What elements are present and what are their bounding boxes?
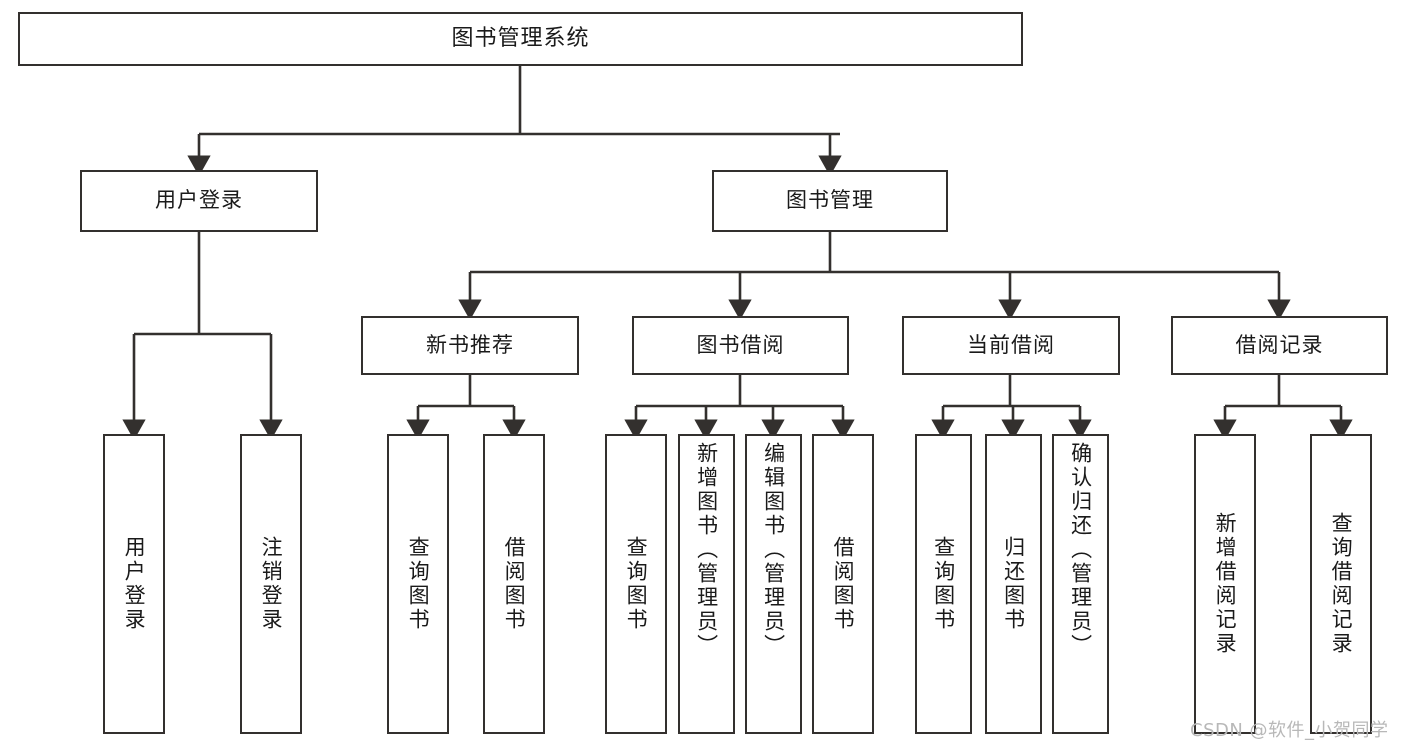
node-borrow-record-label: 借阅记录 — [1235, 332, 1324, 357]
leaf-edit-book-admin-label: 编辑图书（管理员） — [761, 442, 786, 658]
node-new-book-recommend-label: 新书推荐 — [426, 332, 514, 357]
leaf-return-book-label: 归还图书 — [1001, 536, 1026, 632]
node-book-borrow-label: 图书借阅 — [696, 332, 785, 357]
csdn-watermark: CSDN @软件_小贺同学 — [1190, 720, 1389, 741]
leaf-add-book-admin[interactable]: 新增图书（管理员） — [678, 434, 735, 734]
node-user-login[interactable]: 用户登录 — [80, 170, 318, 232]
node-new-book-recommend[interactable]: 新书推荐 — [361, 316, 579, 375]
leaf-query-book-borrow[interactable]: 查询图书 — [605, 434, 667, 734]
leaf-user-login[interactable]: 用户登录 — [103, 434, 165, 734]
leaf-query-book-recommend[interactable]: 查询图书 — [387, 434, 449, 734]
leaf-query-book-current[interactable]: 查询图书 — [915, 434, 972, 734]
node-book-management-label: 图书管理 — [786, 188, 874, 213]
leaf-borrow-book[interactable]: 借阅图书 — [812, 434, 874, 734]
leaf-borrow-book-recommend[interactable]: 借阅图书 — [483, 434, 545, 734]
leaf-query-borrow-record[interactable]: 查询借阅记录 — [1310, 434, 1372, 734]
leaf-edit-book-admin[interactable]: 编辑图书（管理员） — [745, 434, 802, 734]
node-book-borrow[interactable]: 图书借阅 — [632, 316, 849, 375]
leaf-confirm-return-admin-label: 确认归还（管理员） — [1068, 442, 1093, 658]
leaf-borrow-book-recommend-label: 借阅图书 — [502, 536, 527, 632]
node-book-management[interactable]: 图书管理 — [712, 170, 948, 232]
leaf-query-borrow-record-label: 查询借阅记录 — [1329, 512, 1354, 656]
node-current-borrow-label: 当前借阅 — [967, 332, 1055, 357]
leaf-logout-label: 注销登录 — [259, 536, 284, 632]
node-borrow-record[interactable]: 借阅记录 — [1171, 316, 1388, 375]
leaf-user-login-label: 用户登录 — [122, 536, 147, 632]
leaf-logout[interactable]: 注销登录 — [240, 434, 302, 734]
node-root[interactable]: 图书管理系统 — [18, 12, 1023, 66]
leaf-add-book-admin-label: 新增图书（管理员） — [694, 442, 719, 658]
leaf-query-book-current-label: 查询图书 — [931, 536, 956, 632]
leaf-query-book-borrow-label: 查询图书 — [624, 536, 649, 632]
leaf-add-borrow-record[interactable]: 新增借阅记录 — [1194, 434, 1256, 734]
node-root-label: 图书管理系统 — [451, 25, 590, 51]
leaf-query-book-recommend-label: 查询图书 — [406, 536, 431, 632]
leaf-add-borrow-record-label: 新增借阅记录 — [1213, 512, 1238, 656]
leaf-return-book[interactable]: 归还图书 — [985, 434, 1042, 734]
leaf-borrow-book-label: 借阅图书 — [831, 536, 856, 632]
node-current-borrow[interactable]: 当前借阅 — [902, 316, 1120, 375]
node-user-login-label: 用户登录 — [155, 188, 243, 213]
leaf-confirm-return-admin[interactable]: 确认归还（管理员） — [1052, 434, 1109, 734]
